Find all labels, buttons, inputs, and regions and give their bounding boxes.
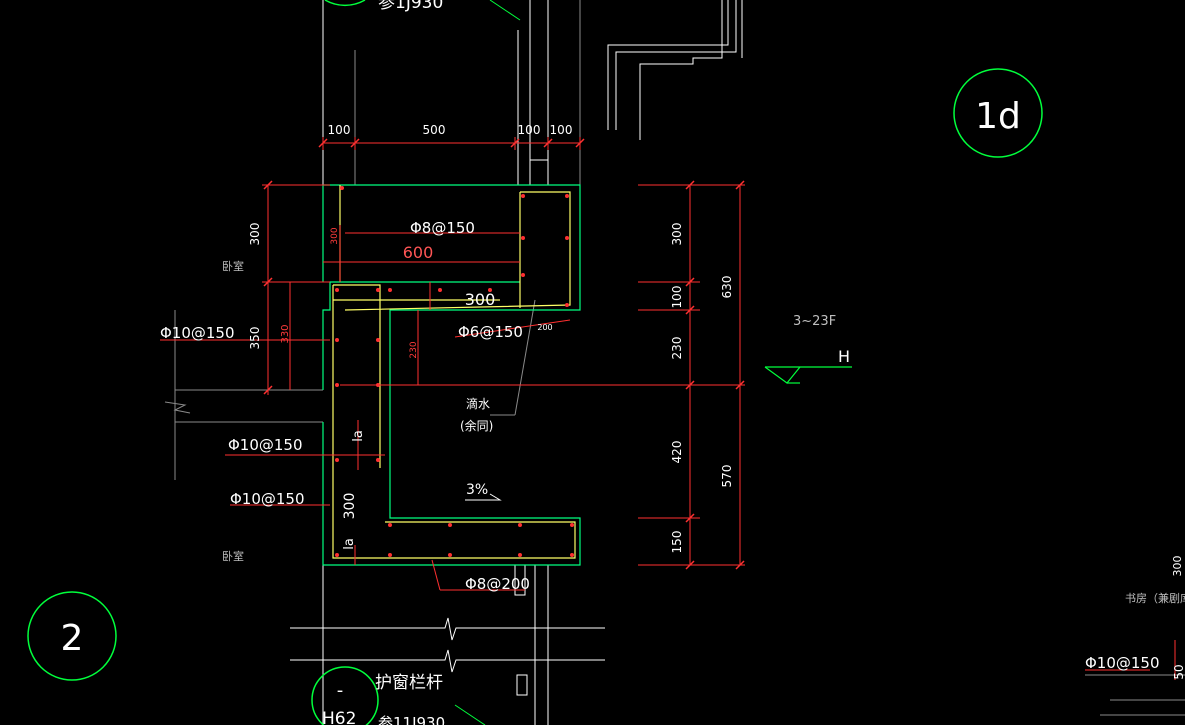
concrete-outline [322, 184, 581, 566]
drip-note-label: (余同) [460, 418, 493, 433]
dim-inner-600: 600 [403, 243, 434, 262]
rebar-label-mid: Φ6@150 [458, 323, 523, 341]
grid-bubble-bottom: - [337, 680, 344, 701]
dim-inner-300: 300 [330, 227, 340, 244]
top-leader [454, 0, 521, 725]
dim-inner-200: 200 [537, 323, 552, 332]
dim-left-outer-2: 350 [248, 327, 262, 350]
leader-lines [160, 232, 1150, 671]
dim-la-upper: la [351, 430, 366, 442]
dim-right-outer-2: 570 [720, 465, 734, 488]
dim-far-right-300: 300 [1171, 556, 1184, 577]
elevation-mark [764, 366, 852, 384]
slope-arrow [465, 493, 502, 501]
dim-top-1: 100 [328, 123, 351, 137]
top-ref-label: 参1J930 [378, 0, 443, 13]
bottom-ref-label: H62 [322, 709, 356, 725]
dim-top-3: 100 [518, 123, 541, 137]
drip-label: 滴水 [466, 396, 490, 411]
bedroom-upper-label: 卧室 [222, 259, 244, 273]
rebar-label-left-mid: Φ10@150 [228, 436, 303, 454]
dim-right-inner-5: 150 [670, 531, 684, 554]
dim-far-right-50: 50 [1172, 664, 1185, 679]
dim-la-lower: la [342, 538, 357, 550]
slope-label: 3% [466, 482, 488, 498]
bedroom-lower-label: 卧室 [222, 549, 244, 563]
study-label: 书房（兼剧库 [1125, 592, 1185, 605]
bottom-ref-label-2: 参11J930 [378, 714, 445, 725]
dim-right-inner-4: 420 [670, 441, 684, 464]
rebar-label-left-lower: Φ10@150 [230, 490, 305, 508]
dim-top-2: 500 [423, 123, 446, 137]
grid-bubbles [27, 0, 1043, 725]
dim-top-4: 100 [550, 123, 573, 137]
dim-right-inner-1: 300 [670, 223, 684, 246]
dim-inner-230: 230 [409, 341, 419, 358]
dim-inner-300-b: 300 [465, 290, 496, 309]
rebar-dots [335, 186, 574, 557]
rebar-label-top-slab: Φ8@150 [410, 219, 475, 237]
dim-left-outer-1: 300 [248, 223, 262, 246]
rebar-label-bottom: Φ8@200 [465, 575, 530, 593]
dim-ticks [263, 138, 745, 570]
dim-left-inner-1: 330 [280, 324, 291, 343]
rebar-label-bottom-right: Φ10@150 [1085, 654, 1160, 672]
grid-bubble-left: 2 [61, 618, 84, 659]
dim-right-outer-1: 630 [720, 276, 734, 299]
dim-right-inner-2: 100 [670, 286, 684, 309]
rebar-label-left-upper: Φ10@150 [160, 324, 235, 342]
dim-lower-300: 300 [342, 493, 358, 520]
grid-bubble-right: 1d [975, 96, 1021, 137]
dim-right-inner-3: 230 [670, 337, 684, 360]
rebar-lines [332, 185, 576, 559]
elevation-label: H [838, 347, 850, 366]
window-rail-label: 护窗栏杆 [375, 673, 443, 693]
dimension-lines [262, 137, 1176, 680]
floors-label: 3~23F [793, 314, 836, 329]
